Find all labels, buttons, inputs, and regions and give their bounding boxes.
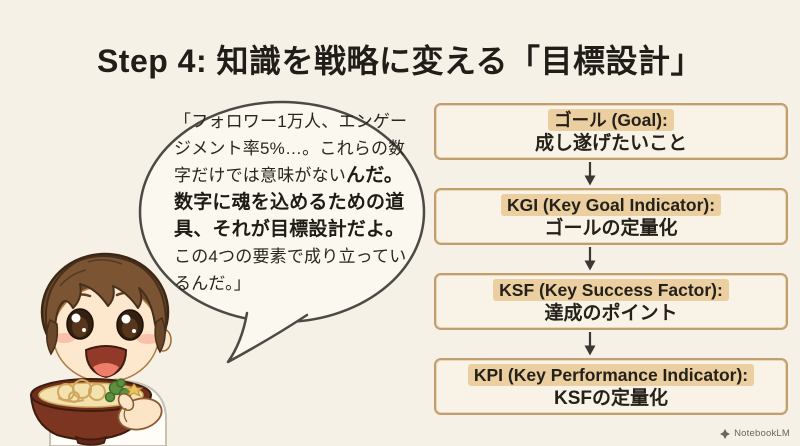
flow-box-kpi: KPI (Key Performance Indicator): KSFの定量化	[434, 358, 788, 415]
flow-box-goal-header: ゴール (Goal):	[548, 108, 674, 131]
flow-box-kpi-sub: KSFの定量化	[553, 387, 668, 409]
flow-box-goal: ゴール (Goal): 成し遂げたいこと	[434, 103, 788, 160]
flow-box-kgi-sub: ゴールの定量化	[544, 217, 678, 239]
bubble-text-emphasis: んだ。数字に魂を込めるための道具、それが目標設計だよ。	[174, 165, 405, 240]
flow-box-goal-sub: 成し遂げたいこと	[534, 132, 687, 154]
bubble-text-regular: 「フォロワー1万人、エンゲージメント率5%…。これらの数字だけでは意味がない	[174, 112, 408, 185]
arrow-down-icon	[413, 160, 767, 188]
flow-box-kgi-header: KGI (Key Goal Indicator):	[500, 193, 722, 216]
flow-box-kgi: KGI (Key Goal Indicator): ゴールの定量化	[434, 188, 788, 245]
flow-box-ksf-sub: 達成のポイント	[544, 302, 678, 324]
flow-box-ksf-header: KSF (Key Success Factor):	[493, 278, 729, 301]
speech-bubble-text: 「フォロワー1万人、エンゲージメント率5%…。これらの数字だけでは意味がないんだ…	[174, 108, 418, 297]
speech-bubble	[138, 100, 426, 364]
watermark: NotebookLM	[720, 428, 790, 439]
flow-box-ksf: KSF (Key Success Factor): 達成のポイント	[434, 273, 788, 330]
bubble-text-regular-2: この4つの要素で成り立っているんだ。」	[174, 247, 407, 293]
boy-holding-udon-bowl-illustration	[29, 252, 172, 446]
arrow-down-icon	[413, 330, 767, 358]
notebooklm-logo-icon	[720, 428, 731, 439]
goal-design-flowchart: ゴール (Goal): 成し遂げたいこと KGI (Key Goal Indic…	[434, 103, 788, 415]
flow-box-kpi-header: KPI (Key Performance Indicator):	[467, 363, 755, 386]
page-title: Step 4: 知識を戦略に変える「目標設計」	[96, 43, 704, 79]
arrow-down-icon	[413, 245, 767, 273]
watermark-label: NotebookLM	[734, 428, 790, 439]
